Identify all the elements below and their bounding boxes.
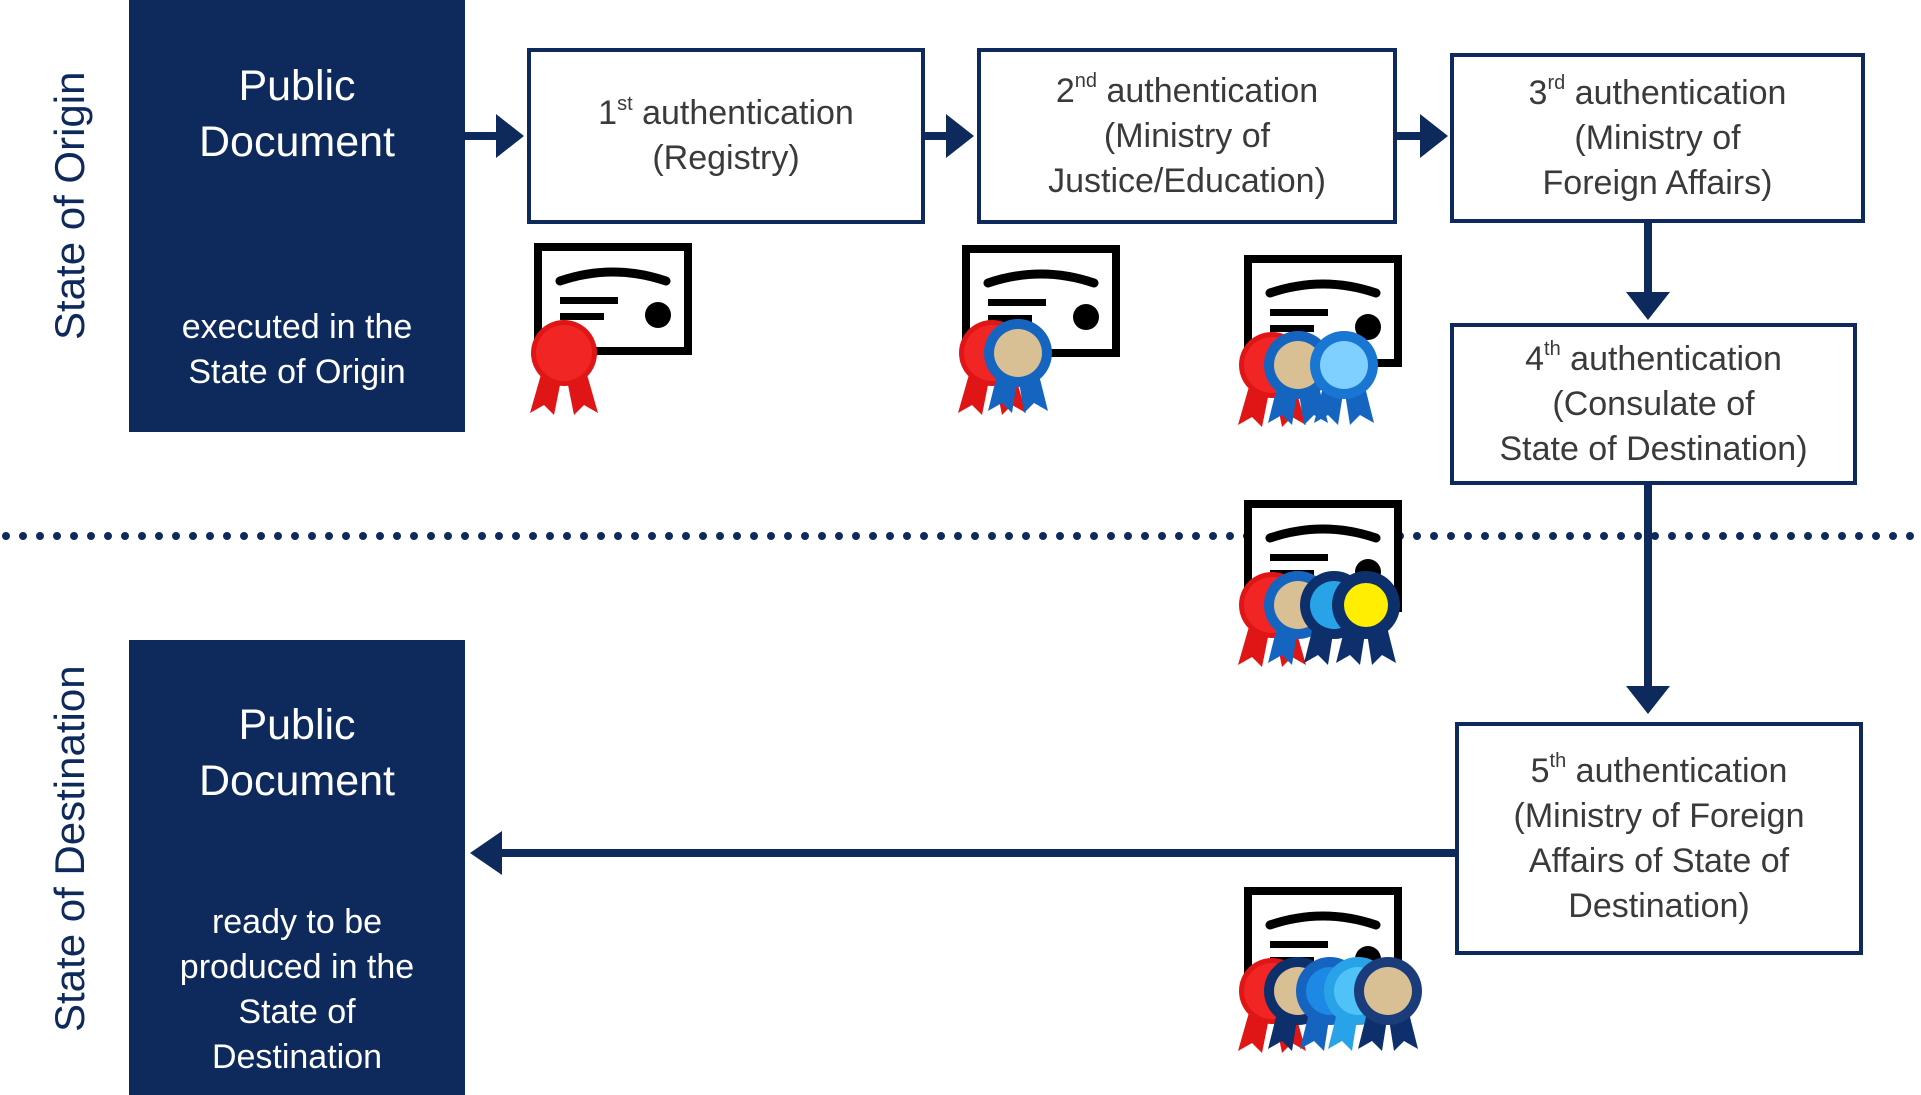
certificate-3-seals-icon [1238,259,1398,427]
arrow-step4-to-step5 [1626,485,1670,714]
origin-public-document: Public Document executed in the State of… [129,0,465,432]
step-3-authentication-box: 3rd authentication (Ministry of Foreign … [1450,53,1865,223]
destination-document-subtitle: ready to be produced in the State of Des… [179,903,415,1076]
step-5-heading: 5th authentication [1530,750,1788,790]
step-5-detail-line: (Ministry of Foreign [1513,796,1805,835]
arrow-step1-to-step2 [925,114,974,158]
step-2-heading: 2nd authentication [1055,70,1319,110]
step-5-authentication-box: 5th authentication (Ministry of Foreign … [1455,722,1863,955]
step-4-heading: 4th authentication [1525,338,1782,378]
arrow-step5-to-destination [470,831,1455,875]
certificate-1-seal-icon [530,247,688,415]
step-4-detail-line: State of Destination) [1499,429,1808,468]
step-1-detail-line: (Registry) [652,139,800,177]
step-4-detail-line: (Consulate of [1552,384,1755,423]
step-3-detail-line: Foreign Affairs) [1542,163,1773,202]
step-5-detail-line: Affairs of State of [1528,841,1790,880]
origin-document-title: Public Document [199,62,395,166]
origin-document-subtitle: executed in the State of Origin [181,308,413,391]
destination-document-title: Public Document [199,701,395,805]
step-2-authentication-box: 2nd authentication (Ministry of Justice/… [977,48,1397,224]
step-3-detail-line: (Ministry of [1574,118,1741,157]
step-1-heading: 1st authentication [598,92,854,132]
step-1-authentication-box: 1st authentication (Registry) [527,48,925,224]
destination-public-document: Public Document ready to be produced in … [129,640,465,1095]
step-2-detail-line: (Ministry of [1103,116,1271,155]
arrow-doc-to-step1 [465,114,524,158]
certificate-2-seals-icon [958,249,1116,415]
certificate-5-seals-icon [1238,891,1422,1053]
step-3-heading: 3rd authentication [1528,72,1787,112]
arrow-step2-to-step3 [1397,114,1448,158]
certificate-4-seals-icon [1238,504,1400,667]
step-2-detail-line: Justice/Education) [1048,161,1326,200]
step-5-detail-line: Destination) [1568,886,1750,925]
arrow-step3-to-step4 [1626,223,1670,320]
step-4-authentication-box: 4th authentication (Consulate of State o… [1450,323,1857,485]
